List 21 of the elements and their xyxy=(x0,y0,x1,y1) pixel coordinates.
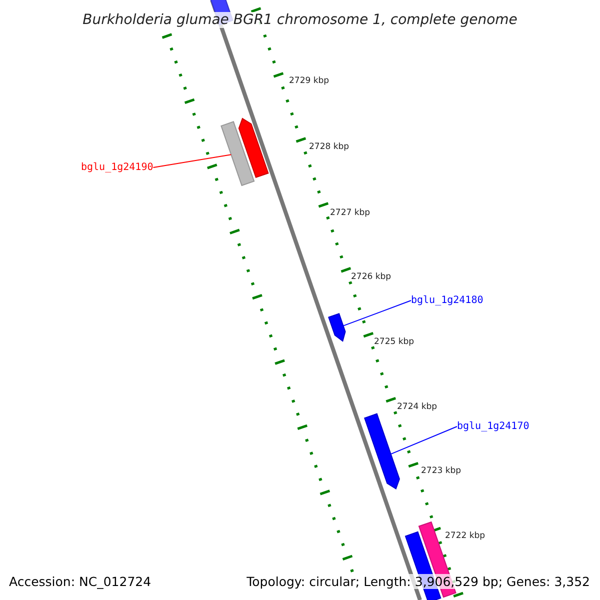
gene-arrow xyxy=(238,118,269,178)
gene-bar xyxy=(220,121,255,186)
leader-line xyxy=(342,300,412,326)
leader-line xyxy=(152,154,232,168)
scale-label: 2726 kbp xyxy=(351,272,392,282)
gene-label: bglu_1g24190 xyxy=(81,162,154,173)
gene-arrow xyxy=(328,313,346,342)
scale-label: 2727 kbp xyxy=(330,208,370,218)
gene-arrow xyxy=(364,413,400,490)
title: Burkholderia glumae BGR1 chromosome 1, complete genome xyxy=(82,12,518,28)
scale-label: 2722 kbp xyxy=(445,531,486,541)
scale-label: 2724 kbp xyxy=(397,402,438,412)
scale-label: 2725 kbp xyxy=(374,337,414,347)
scale-label: 2723 kbp xyxy=(421,466,462,476)
leader-line xyxy=(390,426,458,455)
gene-label: bglu_1g24170 xyxy=(457,421,530,432)
accession-text: Accession: NC_012724 xyxy=(9,574,152,589)
gene-label: bglu_1g24180 xyxy=(411,295,484,306)
scale-label: 2728 kbp xyxy=(309,142,350,152)
genome-info-text: Topology: circular; Length: 3,906,529 bp; Genes: 3,352 xyxy=(246,574,590,589)
scale-label: 2729 kbp xyxy=(289,76,330,86)
